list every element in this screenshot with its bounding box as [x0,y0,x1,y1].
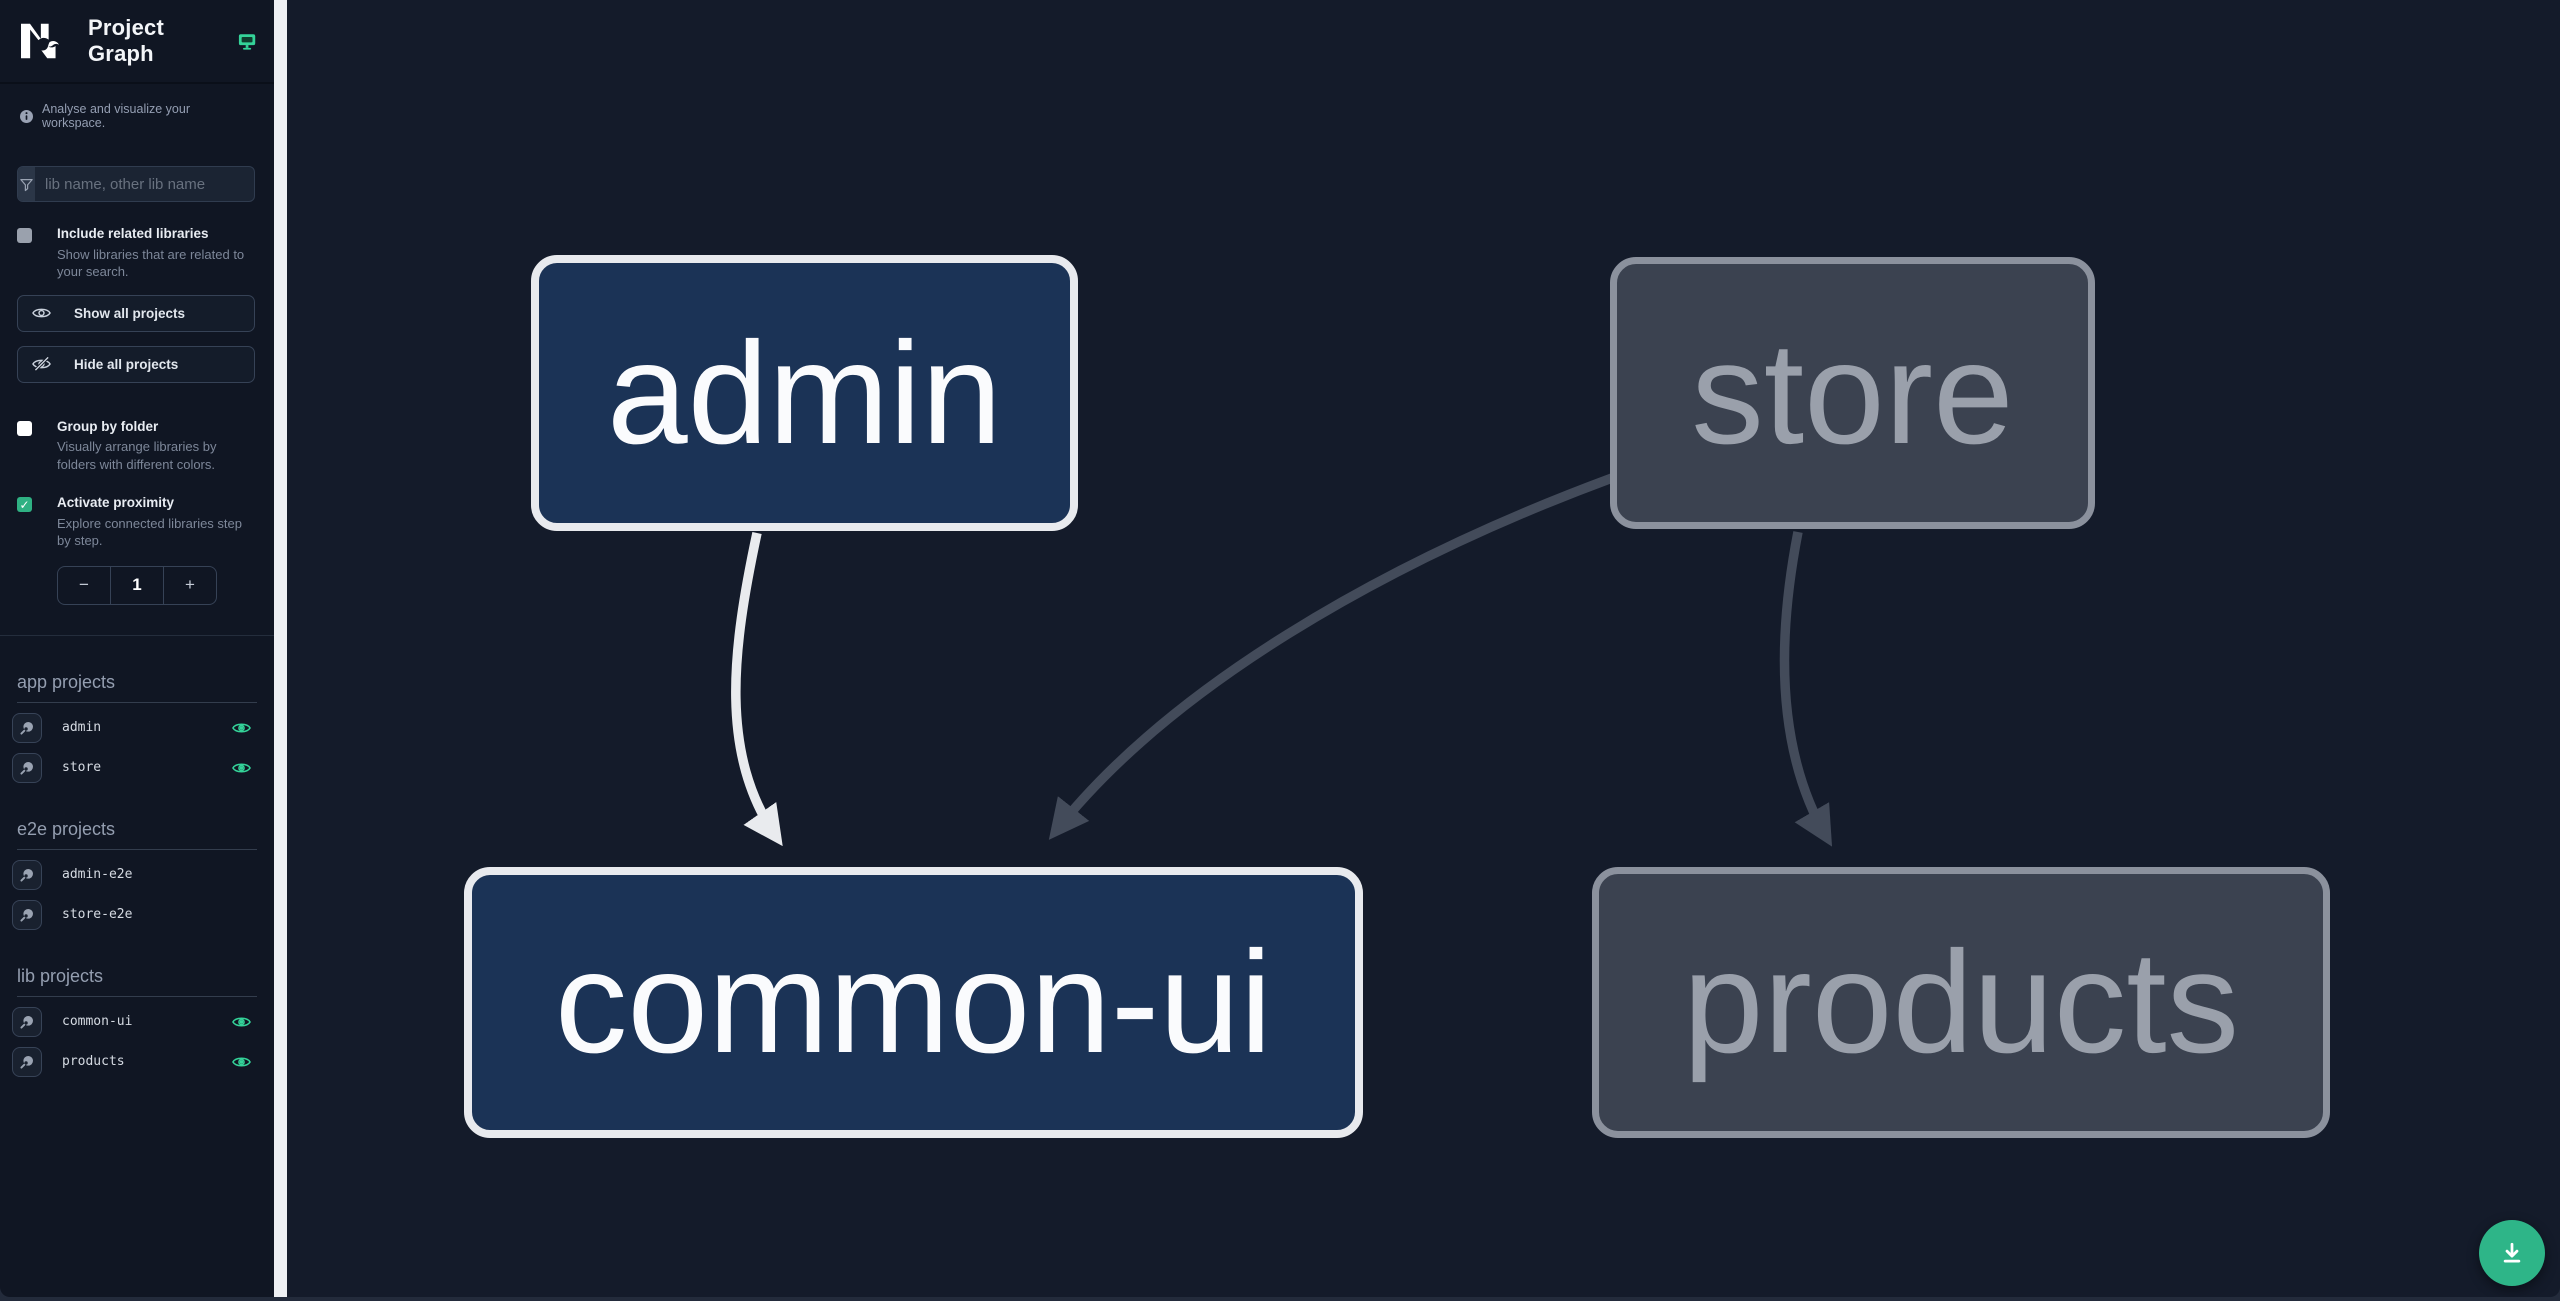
section-heading-e2e-projects: e2e projects [17,819,257,850]
magnifier-icon [20,868,33,882]
project-name: products [62,1054,125,1070]
focus-project-button[interactable] [12,1006,42,1037]
focus-project-button[interactable] [12,899,42,930]
group-by-folder-row: Group by folder Visually arrange librari… [17,419,257,474]
project-row-store: store [12,752,262,783]
show-all-projects-label: Show all projects [74,305,186,321]
show-all-projects-button[interactable]: Show all projects [17,294,255,332]
toggle-visibility-eye-icon[interactable] [232,1054,252,1070]
node-label: products [1682,921,2240,1083]
group-by-folder-label: Group by folder [57,418,159,434]
monitor-icon [238,33,256,50]
hide-all-projects-button[interactable]: Hide all projects [17,345,255,383]
project-name: store [62,760,102,776]
include-related-description: Show libraries that are related to your … [57,246,245,280]
activate-proximity-row: ✓ Activate proximity Explore connected l… [17,495,257,550]
magnifier-icon [20,761,33,775]
check-icon: ✓ [19,497,30,512]
eye-off-icon [32,356,51,372]
focus-project-button[interactable] [12,752,42,783]
magnifier-icon [20,1055,33,1069]
graph-canvas[interactable]: admin store common-ui products [287,0,2560,1297]
filter-input[interactable] [35,167,254,201]
node-label: common-ui [554,921,1273,1083]
group-by-folder-checkbox[interactable] [17,420,32,436]
toggle-visibility-eye-icon[interactable] [232,1014,252,1030]
download-icon [2503,1242,2521,1263]
toggle-visibility-eye-icon[interactable] [232,720,252,736]
activate-proximity-checkbox[interactable]: ✓ [17,497,32,513]
sidebar-canvas-divider [274,0,287,1297]
activate-proximity-description: Explore connected libraries step by step… [57,515,242,549]
section-heading-app-projects: app projects [17,672,257,703]
edge-store-to-common-ui [1048,473,1614,840]
edge-admin-to-common-ui [731,532,783,847]
project-row-admin: admin [12,712,262,743]
workspace-tagline-row: Analyse and visualize your workspace. [0,84,274,134]
project-row-products: products [12,1046,262,1077]
sidebar-divider [0,634,274,636]
proximity-increment-button[interactable]: + [163,566,216,604]
edge-store-to-products [1779,531,1833,847]
proximity-value: 1 [110,566,163,604]
project-name: common-ui [62,1014,133,1030]
focus-project-button[interactable] [12,859,42,890]
project-row-common-ui: common-ui [12,1006,262,1037]
include-related-label: Include related libraries [57,226,209,241]
project-name: admin [62,720,102,736]
graph-node-products[interactable]: products [1592,867,2330,1138]
project-name: admin-e2e [62,867,133,883]
section-heading-lib-projects: lib projects [17,966,257,997]
focus-project-button[interactable] [12,712,42,743]
node-label: admin [607,311,1002,474]
magnifier-icon [20,1015,33,1029]
graph-node-admin[interactable]: admin [531,255,1078,531]
download-graph-button[interactable] [2479,1220,2545,1286]
sidebar: Project Graph Analyse and visualize your… [0,0,274,1297]
proximity-stepper: − 1 + [57,565,217,605]
project-name: store-e2e [62,907,133,923]
include-related-checkbox[interactable] [17,228,32,243]
graph-node-common-ui[interactable]: common-ui [464,867,1363,1138]
nx-logo-icon [21,23,59,59]
filter-input-group [17,166,255,202]
workspace-tagline: Analyse and visualize your workspace. [42,102,190,130]
project-row-admin-e2e: admin-e2e [12,859,262,890]
eye-icon [32,308,51,318]
activate-proximity-label: Activate proximity [57,495,175,511]
page-title: Project Graph [88,15,164,66]
sidebar-header: Project Graph [0,0,274,84]
focus-project-button[interactable] [12,1046,42,1077]
toggle-visibility-eye-icon[interactable] [232,760,252,776]
info-icon [20,109,33,123]
node-label: store [1691,311,2014,474]
project-row-store-e2e: store-e2e [12,899,262,930]
filter-funnel-icon [18,167,35,201]
hide-all-projects-label: Hide all projects [74,356,179,372]
magnifier-icon [20,908,33,922]
graph-edges [731,473,1833,847]
include-related-row: Include related libraries Show libraries… [17,226,257,281]
graph-node-store[interactable]: store [1610,257,2095,529]
group-by-folder-description: Visually arrange libraries by folders wi… [57,439,217,472]
magnifier-icon [20,721,33,735]
proximity-decrement-button[interactable]: − [79,575,89,595]
